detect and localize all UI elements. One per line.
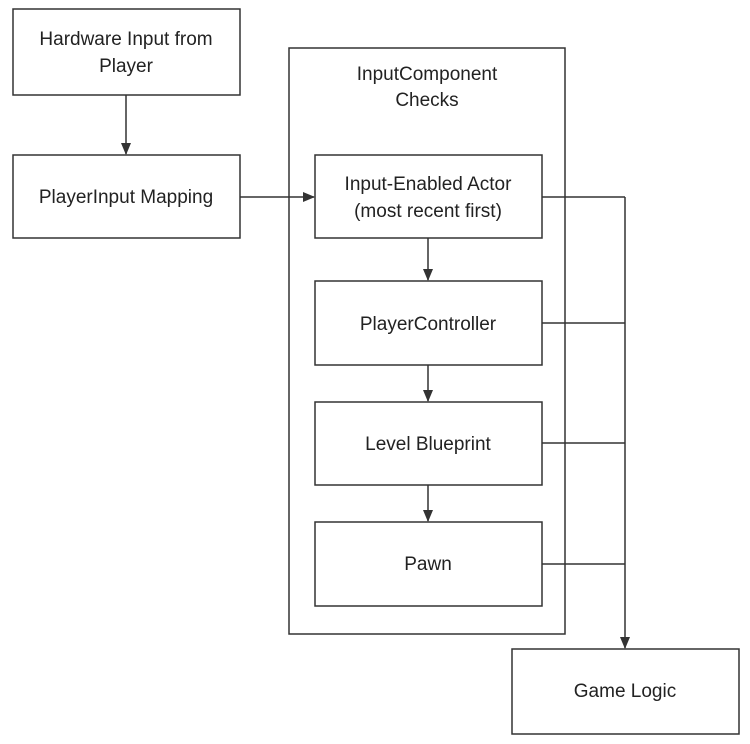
input-enabled-actor-node: Input-Enabled Actor (most recent first) — [314, 154, 543, 239]
player-controller-label: PlayerController — [360, 314, 497, 335]
input-enabled-actor-label-line-1: Input-Enabled Actor — [345, 174, 513, 195]
input-component-checks-container: InputComponent Checks — [288, 47, 566, 635]
input-component-checks-label-line-2: Checks — [395, 90, 458, 111]
game-logic-node: Game Logic — [511, 648, 740, 735]
pawn-label: Pawn — [404, 554, 452, 575]
level-blueprint-label: Level Blueprint — [365, 434, 491, 455]
pawn-node: Pawn — [314, 521, 543, 607]
level-blueprint-node: Level Blueprint — [314, 401, 543, 486]
player-input-mapping-node: PlayerInput Mapping — [12, 154, 241, 239]
hardware-input-label-line-1: Hardware Input from — [39, 29, 212, 50]
input-enabled-actor-label-line-2: (most recent first) — [354, 201, 502, 222]
player-controller-node: PlayerController — [314, 280, 543, 366]
player-input-mapping-label: PlayerInput Mapping — [39, 187, 213, 208]
hardware-input-label-line-2: Player — [99, 56, 154, 77]
hardware-input-node: Hardware Input from Player — [12, 8, 241, 96]
game-logic-label: Game Logic — [574, 681, 676, 702]
input-component-checks-label-line-1: InputComponent — [357, 64, 498, 85]
